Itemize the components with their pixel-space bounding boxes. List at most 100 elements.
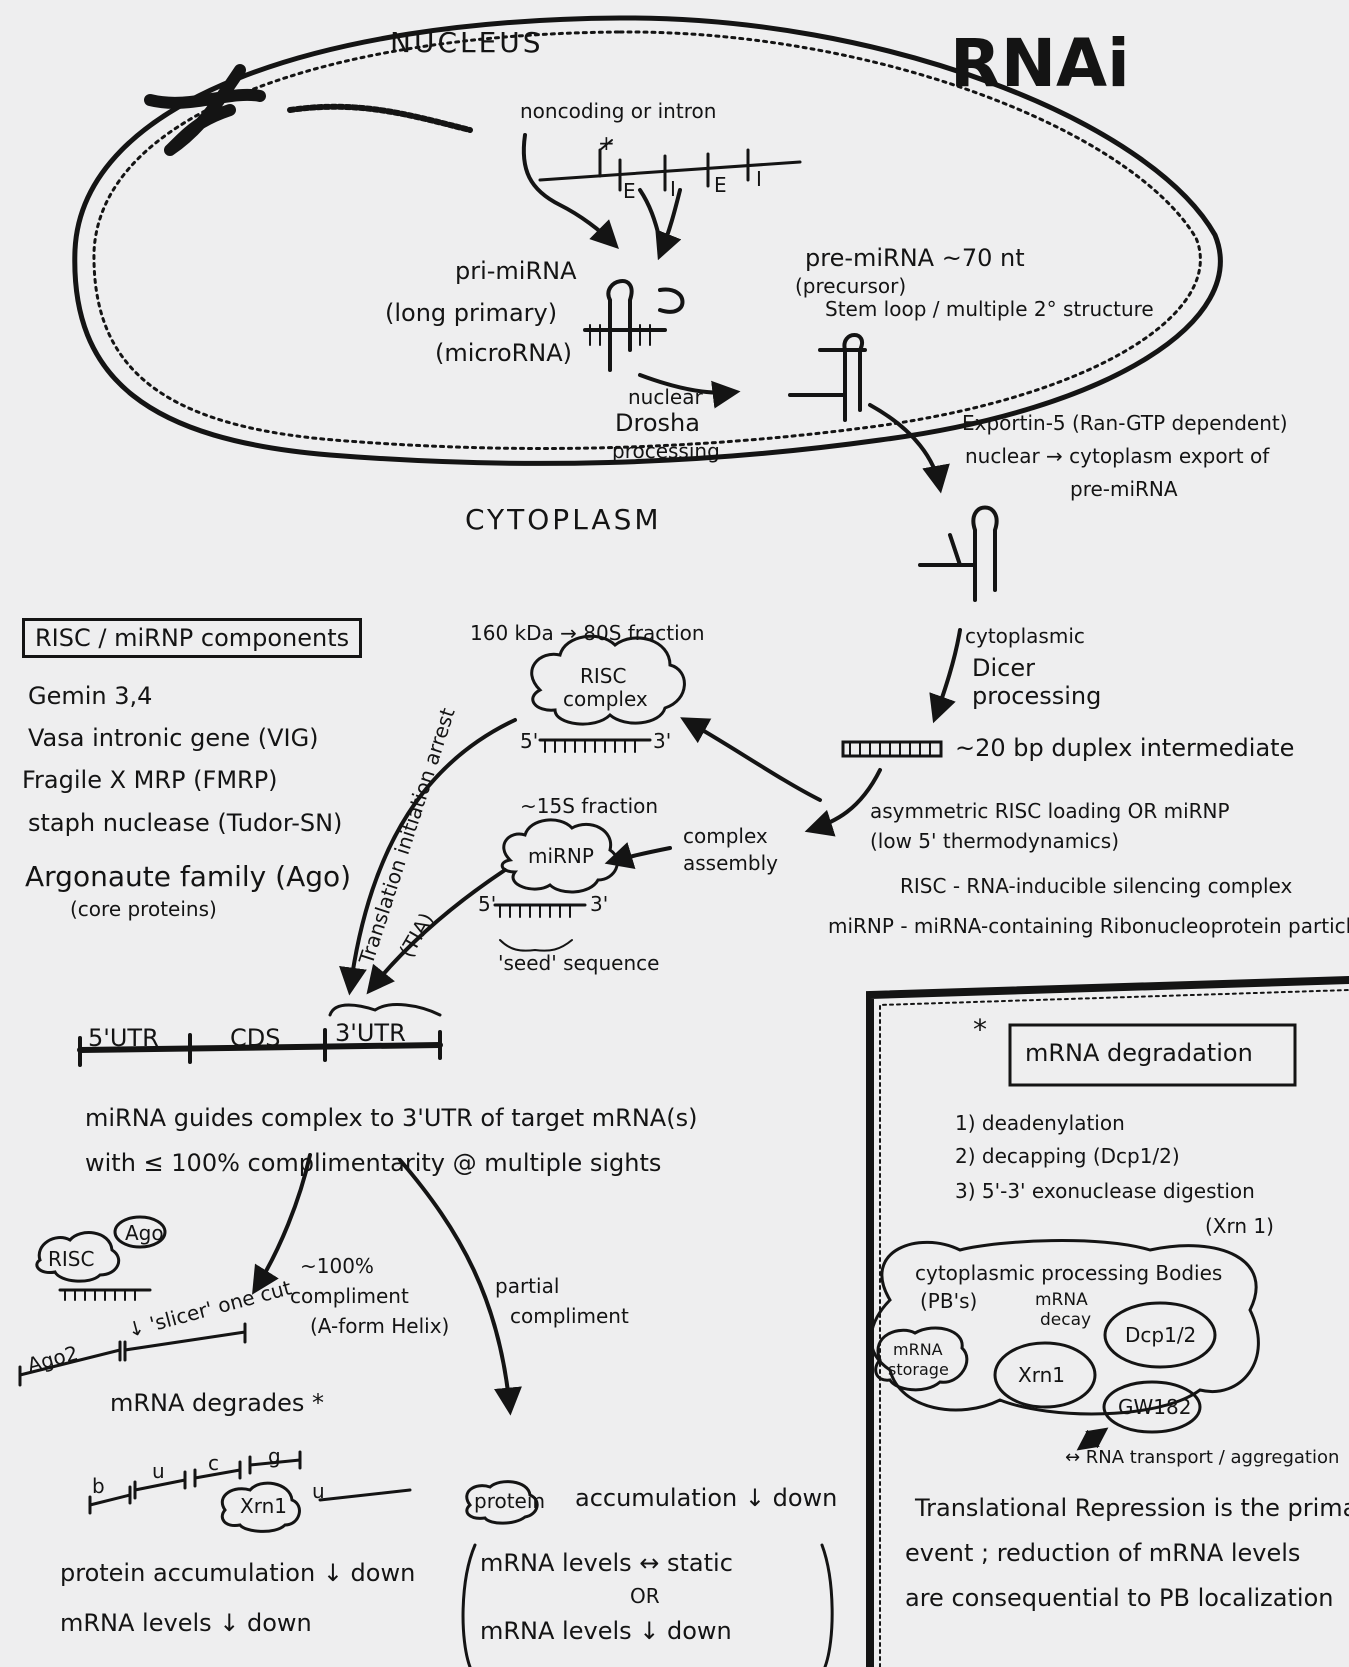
- complex-assembly-2: assembly: [683, 851, 778, 875]
- partial-or: OR: [630, 1584, 660, 1608]
- mirnp-three-prime: 3': [590, 892, 609, 916]
- storage-line-1: mRNA: [893, 1340, 943, 1359]
- export-line-3: pre-miRNA: [1070, 477, 1178, 501]
- pb-xrn1: Xrn1: [1018, 1363, 1065, 1387]
- segment-cds: CDS: [230, 1024, 281, 1052]
- partial-comp-line-1: partial: [495, 1274, 560, 1298]
- risc-cloud-line-2: complex: [563, 687, 648, 711]
- chromosome: [144, 64, 266, 156]
- nucleus-membrane: [72, 15, 1223, 466]
- drosha-line-2: Drosha: [615, 409, 700, 437]
- full-mrna-result: mRNA levels ↓ down: [60, 1609, 312, 1637]
- protein-cloud-label: protein: [474, 1489, 546, 1513]
- degradation-step: 1) deadenylation: [955, 1111, 1125, 1135]
- guide-line-1: miRNA guides complex to 3'UTR of target …: [85, 1104, 698, 1132]
- guide-line-2: with ≤ 100% complimentarity @ multiple s…: [85, 1149, 662, 1177]
- full-comp-line-1: ~100%: [300, 1254, 374, 1278]
- pri-mirna-label: pri-miRNA: [455, 257, 577, 285]
- mirnp-definition: miRNP - miRNA-containing Ribonucleoprote…: [828, 914, 1349, 938]
- loading-line-2: (low 5' thermodynamics): [870, 829, 1120, 853]
- segment-5utr: 5'UTR: [88, 1024, 159, 1052]
- risc-cloud: [530, 634, 686, 726]
- loading-line-1: asymmetric RISC loading OR miRNP: [870, 799, 1230, 823]
- storage-line-2: storage: [888, 1360, 949, 1379]
- pb-label-2: (PB's): [920, 1289, 978, 1313]
- component-item: Fragile X MRP (FMRP): [22, 766, 278, 794]
- pre-mirna-precursor: (precursor): [795, 274, 907, 298]
- drosha-line-3: processing: [612, 439, 720, 463]
- component-item: Vasa intronic gene (VIG): [28, 724, 319, 752]
- pre-mirna-label: pre-miRNA ~70 nt: [805, 244, 1025, 272]
- risc-fraction: 160 kDa → 80S fraction: [470, 621, 705, 645]
- complex-assembly-1: complex: [683, 824, 768, 848]
- tss-mark: +: [598, 131, 615, 155]
- export-line-2: nuclear → cytoplasm export of: [965, 444, 1270, 468]
- pb-dcp: Dcp1/2: [1125, 1323, 1197, 1347]
- pb-gw182: GW182: [1118, 1395, 1192, 1419]
- decay-line-2: decay: [1040, 1310, 1092, 1330]
- component-item: Gemin 3,4: [28, 682, 153, 710]
- seed-sequence-label: 'seed' sequence: [498, 951, 660, 975]
- note-line-3: are consequential to PB localization: [905, 1584, 1334, 1612]
- degradation-step: (Xrn 1): [1205, 1214, 1274, 1238]
- degradation-step: 2) decapping (Dcp1/2): [955, 1144, 1180, 1168]
- full-comp-line-3: (A-form Helix): [310, 1314, 450, 1338]
- pri-mirna-desc: (long primary): [385, 299, 558, 327]
- intron-label-2: I: [756, 167, 762, 191]
- duplex-intermediate: [841, 740, 943, 758]
- piece-letter: c: [208, 1451, 219, 1475]
- page-title: RNAi: [950, 25, 1130, 102]
- mirnp-five-prime: 5': [478, 892, 497, 916]
- mirnp-cloud: [500, 818, 619, 894]
- target-mrna-line: [77, 1042, 443, 1053]
- piece-letter: u: [312, 1479, 325, 1503]
- degradation-step: 3) 5'-3' exonuclease digestion: [955, 1179, 1255, 1203]
- partial-mrna-static: mRNA levels ↔ static: [480, 1549, 733, 1577]
- nucleus-label: NUCLEUS: [390, 26, 544, 59]
- ago-small-label: Ago: [125, 1221, 164, 1245]
- risc-definition: RISC - RNA-inducible silencing complex: [900, 874, 1293, 898]
- drosha-line-1: nuclear: [628, 385, 703, 409]
- mirnp-fraction: ~15S fraction: [520, 794, 659, 818]
- cytoplasmic-pre-mirna: [971, 505, 999, 602]
- rna-transport: ↔ RNA transport / aggregation: [1065, 1447, 1340, 1468]
- xrn1-small-label: Xrn1: [240, 1494, 287, 1518]
- pri-mirna-abbr: (microRNA): [435, 339, 573, 367]
- note-line-2: event ; reduction of mRNA levels: [905, 1539, 1301, 1567]
- risc-five-prime: 5': [520, 729, 539, 753]
- decay-line-1: mRNA: [1035, 1290, 1088, 1310]
- components-title: RISC / miRNP components: [22, 618, 363, 659]
- mirnp-cloud-label: miRNP: [528, 844, 594, 868]
- cytoplasm-label: CYTOPLASM: [465, 503, 662, 536]
- dicer-line-3: processing: [972, 682, 1102, 710]
- component-item: Argonaute family (Ago): [25, 860, 352, 893]
- dicer-line-2: Dicer: [972, 654, 1035, 682]
- segment-3utr: 3'UTR: [335, 1019, 406, 1047]
- gene-note: noncoding or intron: [520, 99, 717, 123]
- dicer-line-1: cytoplasmic: [965, 624, 1085, 648]
- degradation-star: *: [973, 1013, 987, 1046]
- xrn1-cloud: [220, 1481, 301, 1533]
- mrna-degrades: mRNA degrades *: [110, 1389, 324, 1417]
- exon-label-1: E: [623, 179, 636, 203]
- components-note: (core proteins): [70, 897, 217, 921]
- note-line-1: Translational Repression is the primary: [915, 1494, 1349, 1522]
- duplex-label: ~20 bp duplex intermediate: [955, 734, 1295, 762]
- piece-letter: g: [268, 1444, 281, 1468]
- component-item: staph nuclease (Tudor-SN): [28, 809, 343, 837]
- processing-bodies-cloud: [869, 1239, 1260, 1416]
- risc-three-prime: 3': [653, 729, 672, 753]
- pre-mirna-hairpin: [818, 333, 867, 422]
- partial-comp-line-2: compliment: [510, 1304, 629, 1328]
- piece-letter: b: [92, 1474, 105, 1498]
- full-comp-line-2: compliment: [290, 1284, 409, 1308]
- partial-protein-result: accumulation ↓ down: [575, 1484, 838, 1512]
- export-line-1: Exportin-5 (Ran-GTP dependent): [962, 411, 1288, 435]
- pre-mirna-structure: Stem loop / multiple 2° structure: [825, 297, 1154, 321]
- gene-line: [538, 160, 802, 182]
- exon-label-2: E: [714, 173, 727, 197]
- pri-mirna-hairpin: [583, 279, 685, 372]
- pb-label-1: cytoplasmic processing Bodies: [915, 1261, 1223, 1285]
